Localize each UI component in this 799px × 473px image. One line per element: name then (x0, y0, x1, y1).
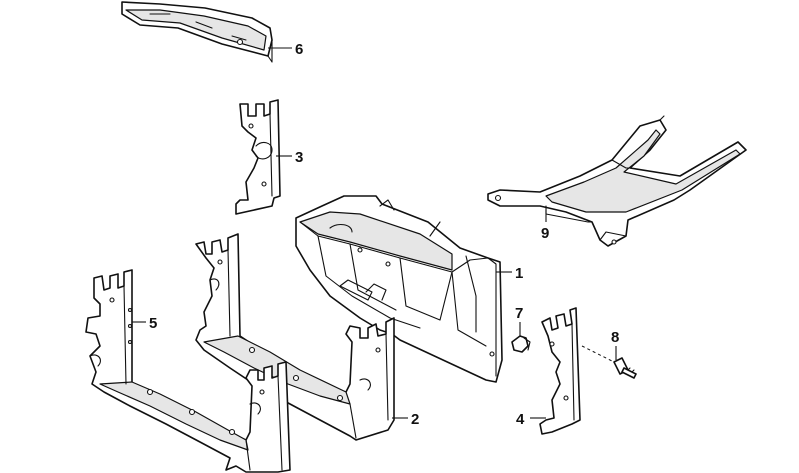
part-1-housing (295, 195, 503, 383)
callout-6: 6 (295, 41, 303, 58)
callout-labels: 6 3 1 9 7 8 4 2 5 (149, 41, 619, 428)
callout-4: 4 (516, 411, 525, 428)
part-6-bracket (121, 1, 273, 63)
part-4-bracket (539, 307, 581, 435)
callout-9: 9 (541, 225, 549, 242)
part-9-crossmember (487, 115, 747, 247)
callout-5: 5 (149, 315, 157, 332)
part-2-support (195, 233, 395, 441)
part-7-clip (511, 335, 531, 353)
part-3-bracket (235, 99, 281, 215)
part-5-support (85, 269, 291, 473)
callout-2: 2 (411, 411, 419, 428)
leader-lines (132, 47, 617, 419)
callout-1: 1 (515, 265, 523, 282)
part-8-screw (613, 357, 637, 379)
callout-8: 8 (611, 329, 619, 346)
leader-8-dashed (581, 345, 615, 363)
callout-7: 7 (515, 305, 523, 322)
callout-3: 3 (295, 149, 303, 166)
